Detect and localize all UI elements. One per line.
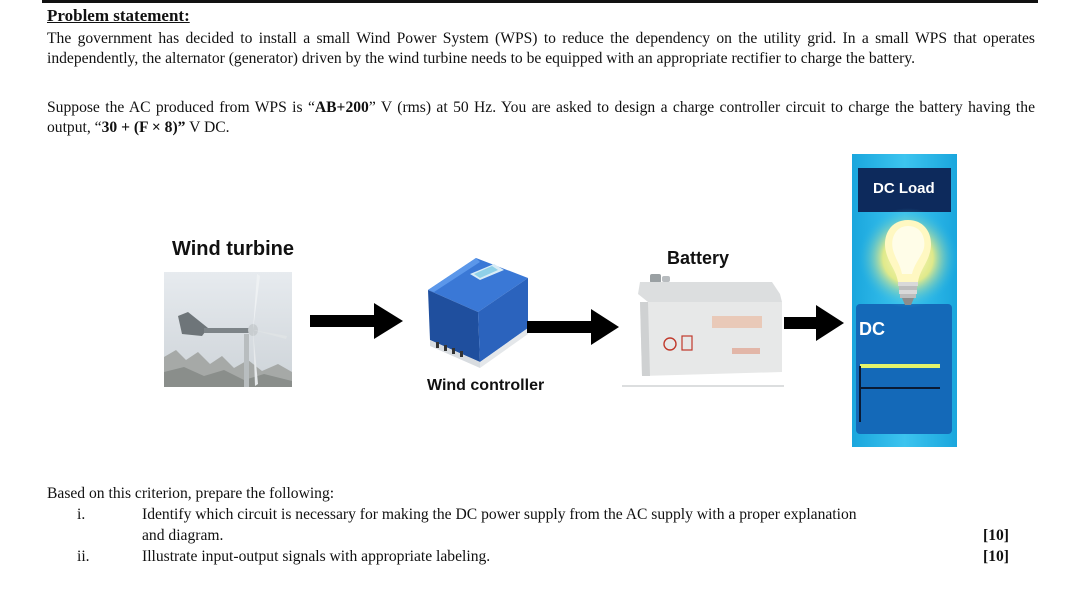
task-text-line1: Illustrate input-output signals with app… (142, 548, 491, 565)
dc-load-panel (852, 154, 957, 447)
problem-paragraph-1: The government has decided to install a … (47, 30, 1035, 67)
task-number: i. (77, 506, 86, 523)
task-marks: [10] (983, 548, 1009, 565)
arrow-battery-to-load (784, 305, 844, 341)
top-rule (42, 0, 1038, 3)
problem-paragraph-2: Suppose the AC produced from WPS is “AB+… (47, 98, 1035, 138)
wind-controller-image (428, 258, 528, 368)
dc-load-label: DC Load (873, 180, 935, 197)
wind-turbine-image (164, 272, 292, 387)
tasks-intro: Based on this criterion, prepare the fol… (47, 485, 335, 502)
task-number: ii. (77, 548, 90, 565)
task-marks: [10] (983, 527, 1009, 544)
dc-label: DC (859, 319, 885, 339)
wind-controller-label: Wind controller (427, 377, 545, 394)
dc-value: 30 + (F × 8)” (101, 119, 186, 136)
battery-label: Battery (667, 248, 730, 268)
arrow-controller-to-battery (527, 309, 619, 345)
p2-start: Suppose the AC produced from WPS is “ (47, 99, 315, 116)
arrow-turbine-to-controller (310, 303, 403, 339)
task-text-line1: Identify which circuit is necessary for … (142, 506, 857, 523)
task-item: ii. Illustrate input-output signals with… (47, 546, 1035, 567)
task-item: i. Identify which circuit is necessary f… (47, 504, 1035, 525)
ac-value: AB+200 (314, 99, 369, 116)
battery-image (622, 274, 784, 387)
p2-end: V DC. (185, 119, 230, 136)
task-text-line2: and diagram. (142, 527, 224, 544)
p2-mid: ” V (rms) at 50 Hz. You are asked to des… (47, 99, 1035, 136)
wind-turbine-label: Wind turbine (172, 238, 295, 260)
tasks-intro-row: Based on this criterion, prepare the fol… (47, 483, 1035, 504)
task-item-continued: and diagram. [10] (47, 525, 1035, 546)
tasks-section: Based on this criterion, prepare the fol… (47, 483, 1035, 567)
problem-heading: Problem statement: (47, 6, 190, 25)
